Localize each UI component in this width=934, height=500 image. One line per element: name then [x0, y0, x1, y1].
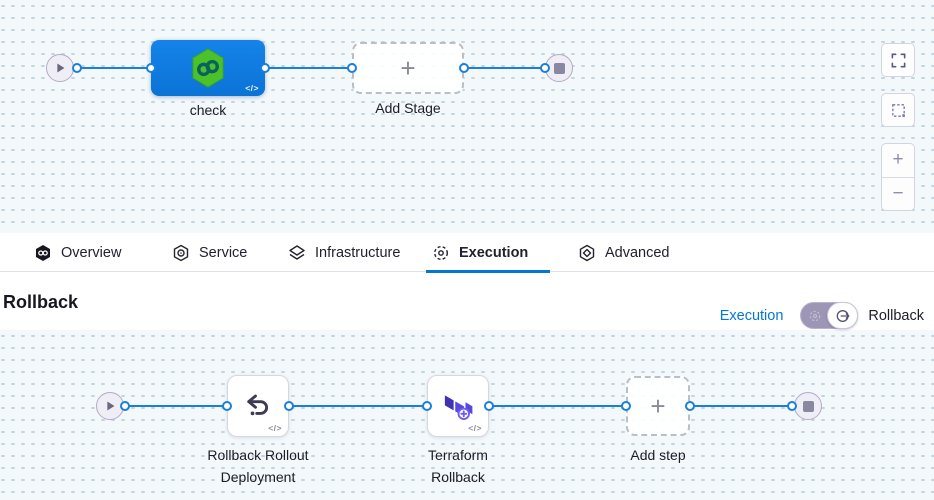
- zoom-out-button[interactable]: −: [882, 176, 914, 211]
- marquee-select-button[interactable]: [881, 93, 915, 127]
- zoom-controls: + −: [881, 143, 915, 211]
- execution-rollback-toggle[interactable]: [800, 302, 859, 329]
- pipeline-start-node[interactable]: [46, 54, 74, 82]
- harness-logo: [189, 47, 227, 89]
- execution-section-header: Rollback Execution: [0, 272, 934, 330]
- wire: [690, 405, 793, 407]
- marquee-icon: [890, 102, 907, 119]
- config-tabbar: Overview Service Infrastructure: [0, 233, 934, 273]
- tab-label: Advanced: [605, 244, 670, 261]
- rollback-end-node[interactable]: [794, 392, 822, 420]
- add-stage-label: Add Stage: [375, 100, 441, 116]
- terraform-icon: [443, 391, 473, 421]
- execution-toggle-side[interactable]: [801, 303, 829, 328]
- wire: [76, 67, 152, 69]
- tab-service[interactable]: Service: [172, 233, 247, 272]
- connector-port[interactable]: [120, 401, 130, 411]
- code-badge: </>: [468, 423, 482, 433]
- tab-infrastructure[interactable]: Infrastructure: [288, 233, 400, 272]
- layers-icon: [288, 244, 306, 262]
- code-badge: </>: [268, 423, 282, 433]
- tab-label: Overview: [61, 244, 122, 261]
- stage-canvas[interactable]: </> check + Add Stage: [0, 0, 934, 233]
- play-icon: [102, 398, 118, 414]
- zoom-in-button[interactable]: +: [892, 149, 904, 171]
- rollback-toggle-thumb[interactable]: [827, 302, 859, 329]
- connector-port[interactable]: [260, 63, 270, 73]
- wire: [489, 405, 626, 407]
- stage-node-check[interactable]: </>: [151, 40, 265, 96]
- fullscreen-icon: [890, 52, 907, 69]
- rollback-circle-arrow-icon: [835, 308, 851, 324]
- wire: [464, 67, 546, 69]
- connector-port[interactable]: [484, 401, 494, 411]
- connector-port[interactable]: [347, 63, 357, 73]
- connector-port[interactable]: [459, 63, 469, 73]
- connector-port[interactable]: [685, 401, 695, 411]
- service-hexagon-icon: [172, 244, 190, 262]
- rollback-steps-canvas[interactable]: </> Rollback Rollout Deployment </> Terr…: [0, 330, 934, 500]
- wire: [265, 67, 353, 69]
- stop-icon: [553, 62, 565, 74]
- tab-execution[interactable]: Execution: [425, 233, 551, 273]
- connector-port[interactable]: [146, 63, 156, 73]
- execution-rollback-switch-row: Execution: [720, 302, 924, 329]
- play-icon: [52, 60, 68, 76]
- connector-port[interactable]: [787, 401, 797, 411]
- rollback-start-node[interactable]: [96, 392, 124, 420]
- rollback-mode-label[interactable]: Rollback: [868, 307, 924, 324]
- connector-port[interactable]: [422, 401, 432, 411]
- step-label: Terraform Rollback: [428, 447, 488, 485]
- add-step-label: Add step: [630, 447, 686, 463]
- connector-port[interactable]: [621, 401, 631, 411]
- connector-port[interactable]: [72, 63, 82, 73]
- connector-port[interactable]: [540, 63, 550, 73]
- wire: [289, 405, 427, 407]
- undo-icon: [243, 391, 273, 421]
- execution-mode-label[interactable]: Execution: [719, 307, 784, 324]
- execution-icon: [432, 244, 450, 262]
- tab-overview[interactable]: Overview: [34, 233, 121, 272]
- step-label: Rollback Rollout Deployment: [207, 447, 309, 485]
- stage-label: check: [189, 102, 227, 118]
- tab-label: Infrastructure: [315, 244, 401, 261]
- code-badge: </>: [245, 83, 259, 93]
- stop-icon: [802, 400, 814, 412]
- step-node-rollback-rollout-deployment[interactable]: </>: [227, 375, 289, 437]
- advanced-hexagon-icon: [578, 244, 596, 262]
- plus-icon: +: [650, 391, 666, 421]
- section-title: Rollback: [3, 292, 79, 312]
- harness-logo-icon: [34, 244, 52, 262]
- plus-icon: +: [400, 53, 416, 83]
- tab-label: Service: [199, 244, 248, 261]
- step-node-terraform-rollback[interactable]: </>: [427, 375, 489, 437]
- fullscreen-button[interactable]: [881, 43, 915, 77]
- add-stage-button[interactable]: +: [352, 42, 464, 94]
- wire: [124, 405, 227, 407]
- tab-label: Execution: [459, 244, 529, 261]
- add-step-button[interactable]: +: [626, 376, 690, 436]
- tab-advanced[interactable]: Advanced: [578, 233, 670, 272]
- connector-port[interactable]: [222, 401, 232, 411]
- connector-port[interactable]: [284, 401, 294, 411]
